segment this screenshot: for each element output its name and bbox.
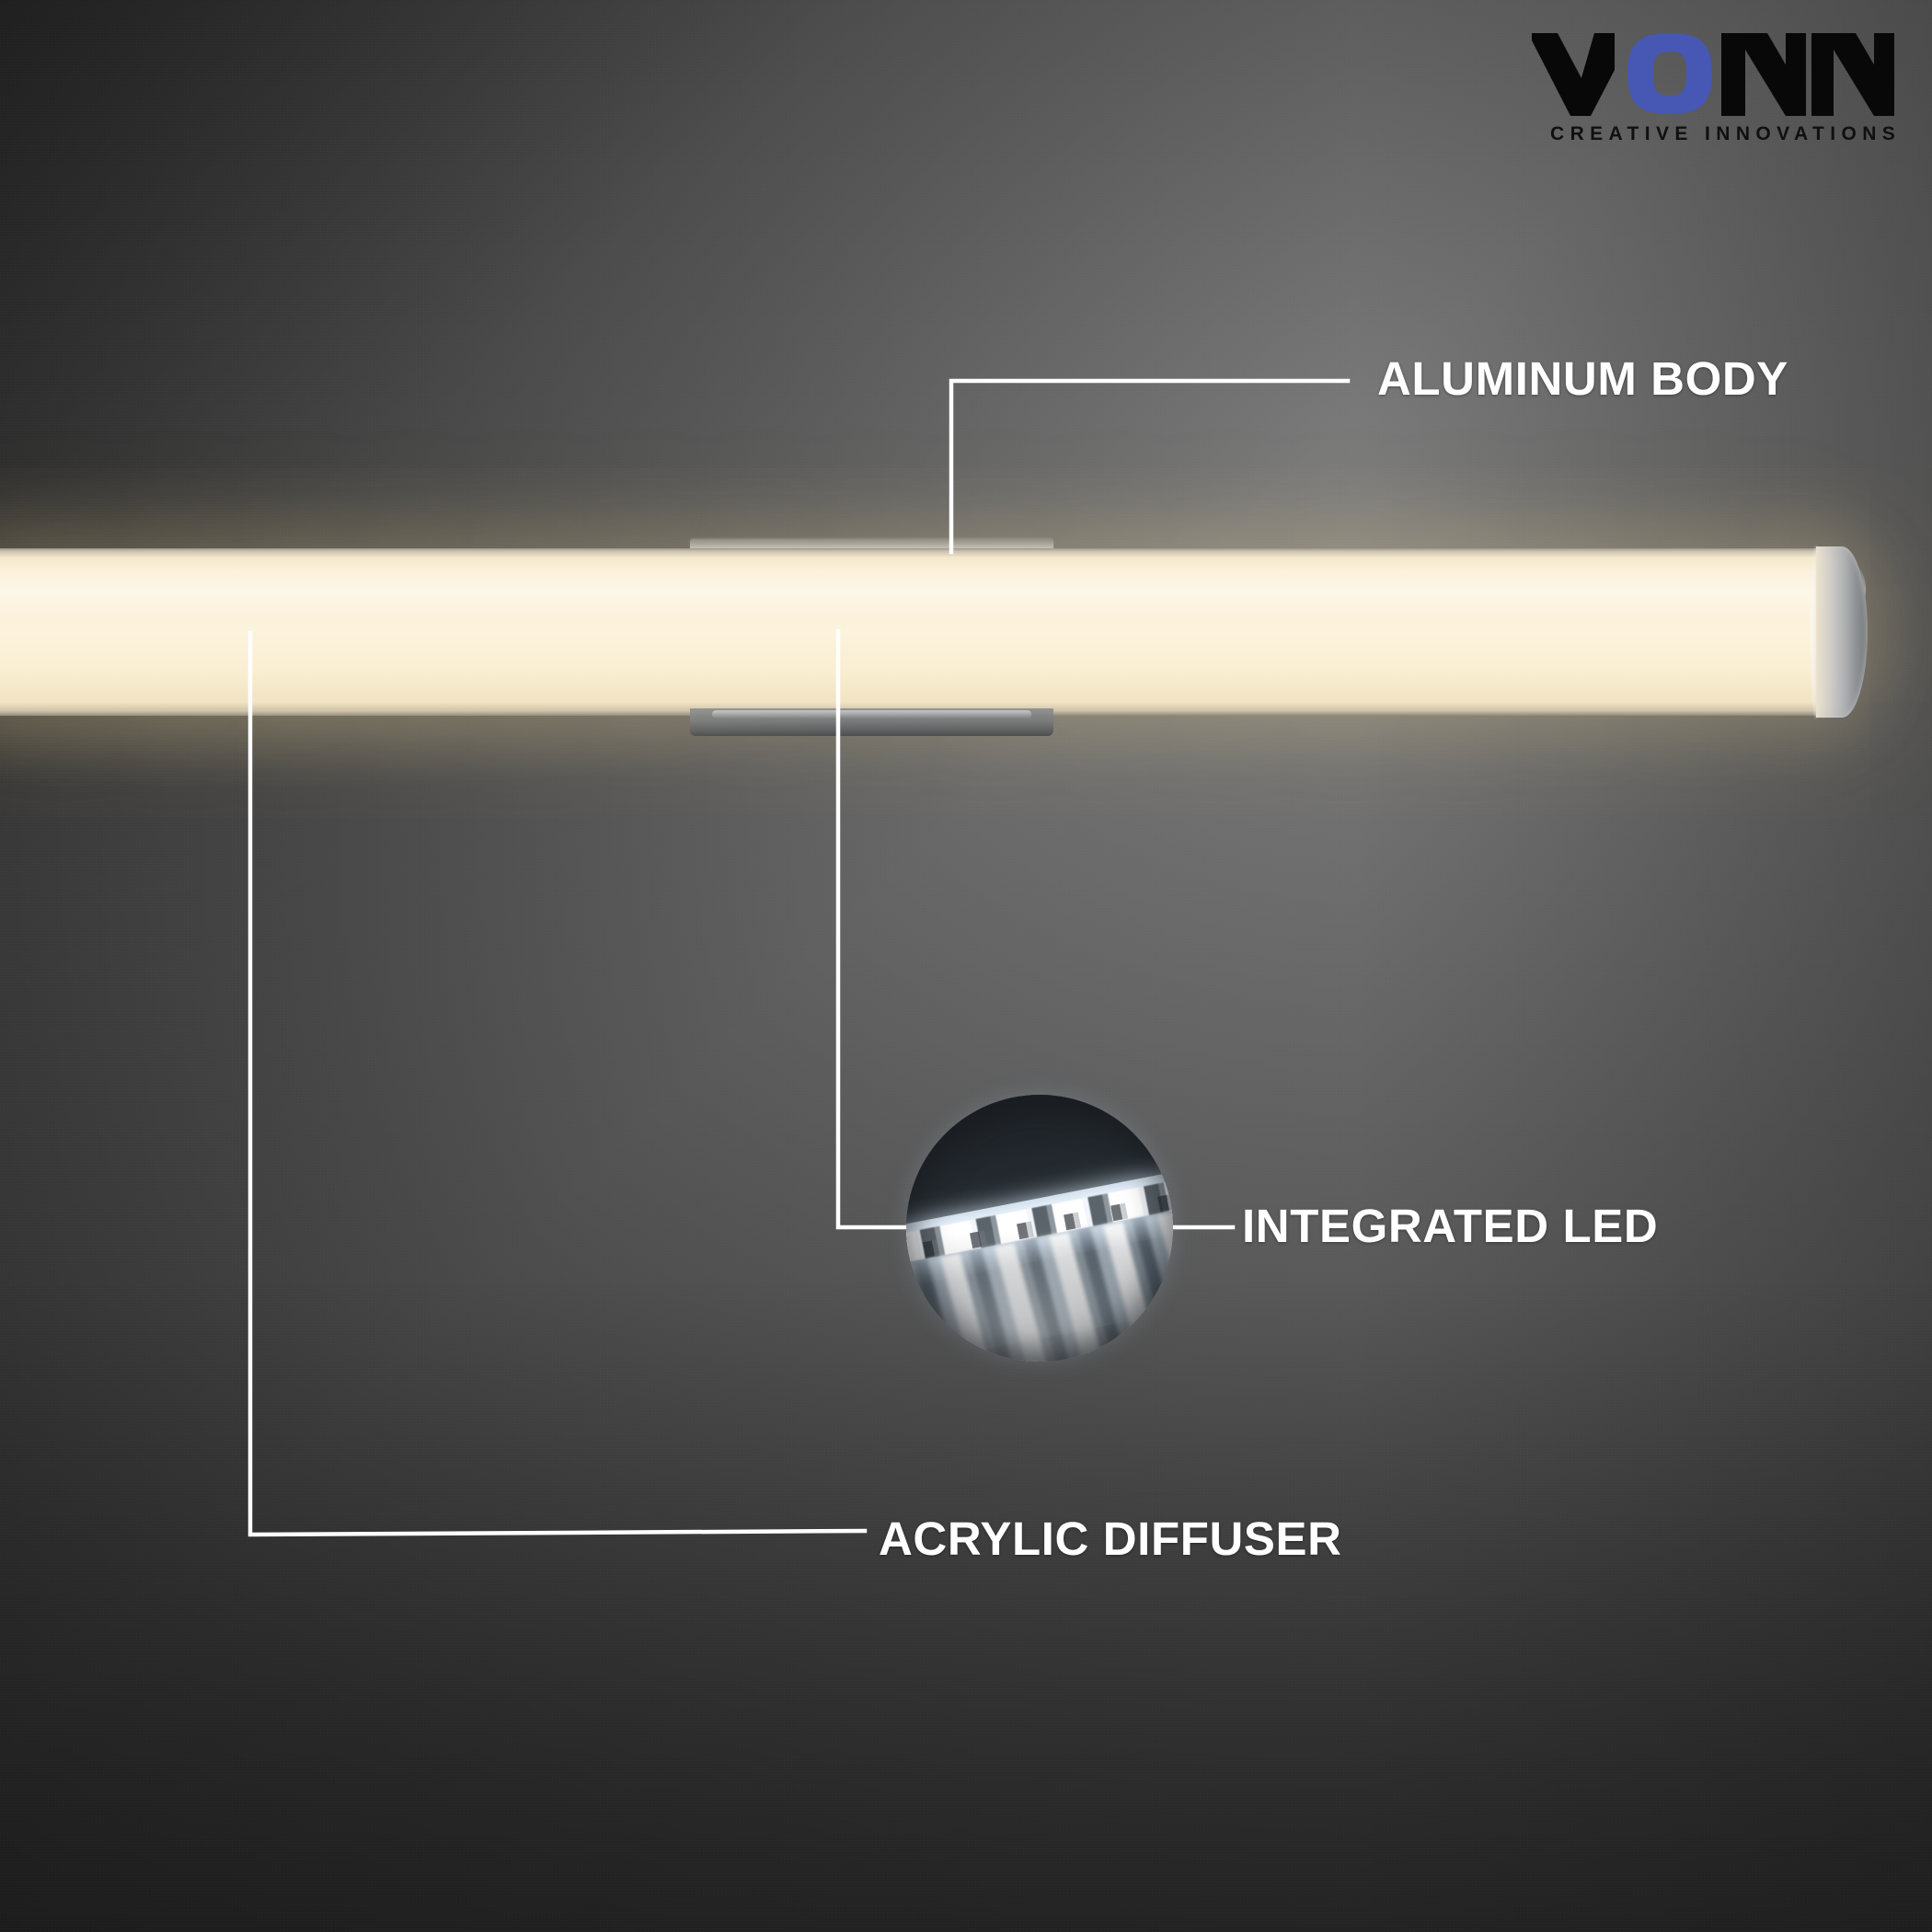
led-vanity-fixture (0, 539, 1868, 821)
diffuser-specular-highlight (0, 561, 1866, 618)
callout-label-integrated-led: INTEGRATED LED (1242, 1200, 1659, 1252)
brand-logo: CREATIVE INNOVATIONS (1530, 28, 1898, 147)
callout-label-acrylic-diffuser: ACRYLIC DIFFUSER (879, 1512, 1342, 1565)
callout-label-aluminum-body: ALUMINUM BODY (1377, 352, 1788, 405)
aluminum-endcap (1816, 546, 1868, 718)
integrated-led-closeup-inset (906, 1095, 1173, 1362)
acrylic-diffuser-tube (0, 548, 1866, 716)
brand-tagline: CREATIVE INNOVATIONS (1550, 123, 1902, 144)
led-reflection-falloff (906, 1095, 1173, 1362)
vonn-wordmark-icon (1532, 33, 1894, 116)
aluminum-mount-plate-bottom (690, 708, 1053, 736)
led-inset-edge-shading (906, 1095, 1173, 1362)
